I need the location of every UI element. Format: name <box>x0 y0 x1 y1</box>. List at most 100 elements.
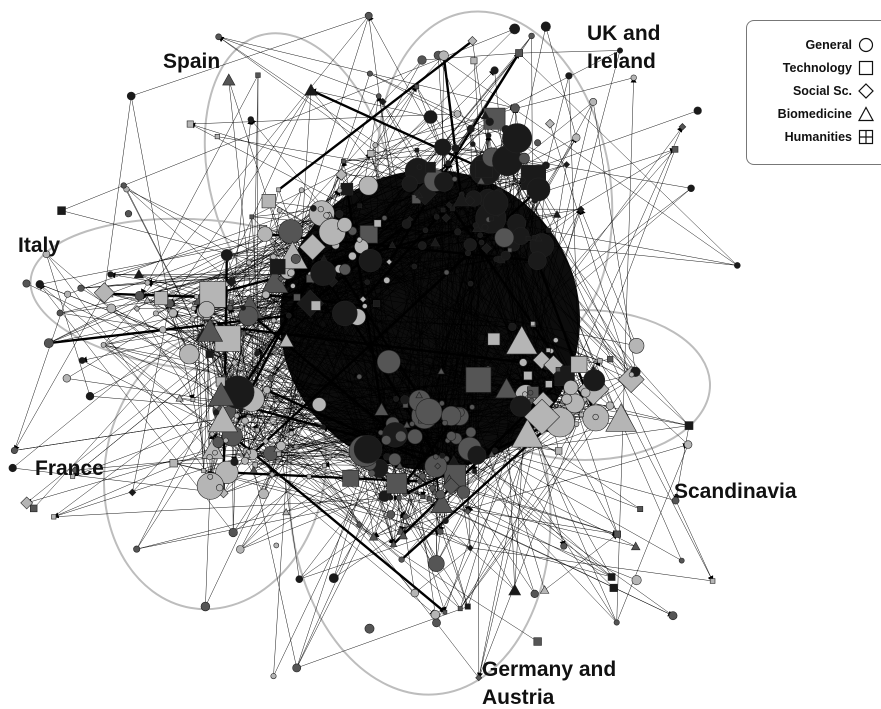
node-circle <box>168 308 178 318</box>
node-circle <box>631 575 642 586</box>
node-circle <box>267 374 274 381</box>
node-circle <box>443 269 450 276</box>
node-circle <box>531 234 537 241</box>
node-square <box>341 158 346 164</box>
node-circle <box>353 435 383 464</box>
node-triangle <box>398 530 408 540</box>
node-circle <box>519 177 526 183</box>
node-circle <box>10 446 18 454</box>
node-circle <box>451 144 460 153</box>
node-diamond <box>208 430 216 438</box>
node-square <box>269 258 286 275</box>
edge <box>52 454 247 519</box>
edge <box>246 255 506 314</box>
node-circle <box>478 239 485 246</box>
node-square <box>470 57 478 65</box>
edge <box>138 273 389 363</box>
node-square <box>515 49 523 57</box>
edge <box>335 244 447 273</box>
node-triangle <box>480 111 490 120</box>
node-circle <box>668 611 678 621</box>
node-triangle <box>175 394 184 402</box>
node-triangle <box>453 191 470 207</box>
node-circle <box>432 618 441 628</box>
node-circle <box>348 251 357 261</box>
node-diamond <box>441 213 451 223</box>
legend: General Technology Social Sc. Biomedicin… <box>746 20 881 165</box>
node-circle <box>427 555 445 572</box>
edge <box>574 403 618 535</box>
edge <box>209 353 445 424</box>
edge <box>312 280 382 434</box>
edge <box>332 168 485 226</box>
node-circle <box>376 349 401 374</box>
edge <box>123 27 516 186</box>
edge <box>377 223 567 400</box>
node-circle <box>518 152 530 164</box>
edge <box>461 199 532 401</box>
node-square <box>310 300 321 311</box>
node-circle <box>375 93 382 99</box>
node-triangle <box>207 381 235 406</box>
edge <box>103 15 369 346</box>
edge <box>401 476 423 537</box>
edge <box>273 89 314 677</box>
edge <box>190 123 423 246</box>
node-circle <box>364 11 373 20</box>
edge <box>469 244 689 445</box>
node-diamond <box>133 305 141 313</box>
node-square <box>464 603 471 610</box>
node-circle <box>179 344 200 365</box>
node-circle <box>417 241 427 250</box>
node-square <box>29 504 38 513</box>
node-circle <box>687 184 695 193</box>
node-circle <box>439 400 445 407</box>
edge <box>310 143 473 304</box>
node-circle <box>198 301 216 318</box>
edge <box>205 433 216 607</box>
edge <box>252 454 397 484</box>
node-triangle <box>278 333 295 347</box>
edge <box>53 494 400 518</box>
edge <box>251 398 549 429</box>
node-circle <box>77 284 85 292</box>
node-circle <box>339 263 351 276</box>
node-triangle <box>143 296 152 304</box>
edge <box>33 55 444 509</box>
node-circle <box>469 141 476 147</box>
edge <box>436 450 496 564</box>
node-circle <box>276 440 286 451</box>
node-square <box>487 332 501 346</box>
node-circle <box>358 175 379 196</box>
node-circle <box>436 528 444 535</box>
node-circle <box>107 271 114 278</box>
node-square <box>190 397 196 403</box>
node-circle <box>366 70 373 77</box>
node-square <box>154 291 168 306</box>
node-square <box>507 247 513 253</box>
edge <box>310 90 522 342</box>
node-circle <box>465 426 477 438</box>
node-circle <box>35 280 44 289</box>
node-circle <box>563 379 579 395</box>
edge <box>296 415 425 669</box>
edge <box>320 209 455 486</box>
label-germany-line2: Austria <box>482 686 555 709</box>
edge <box>456 438 641 510</box>
edge <box>488 219 738 266</box>
edge <box>141 75 259 295</box>
node-square <box>465 366 492 393</box>
node-diamond <box>678 123 687 131</box>
node-square <box>420 494 426 500</box>
node-circle <box>683 440 693 449</box>
node-diamond <box>296 289 325 318</box>
node-circle <box>589 98 598 106</box>
node-square <box>440 207 446 213</box>
edge <box>373 496 385 537</box>
edge <box>12 467 225 496</box>
edge <box>310 303 452 487</box>
node-triangle <box>395 461 404 469</box>
node-square <box>357 203 363 209</box>
node-triangle <box>196 317 224 342</box>
node-square <box>205 350 214 358</box>
